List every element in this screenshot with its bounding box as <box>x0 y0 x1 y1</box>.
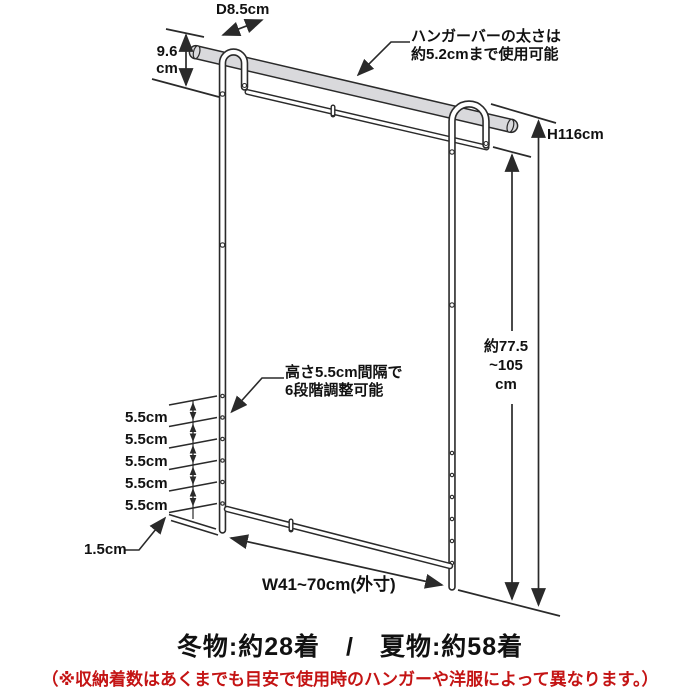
depth-label: D8.5cm <box>216 1 270 18</box>
adjust-note: 高さ5.5cm間隔で 6段階調整可能 <box>285 364 403 400</box>
top-offset-label: 9.6 cm <box>156 43 178 77</box>
bottom-gap-label: 1.5cm <box>84 541 127 558</box>
capacity-text: 冬物:約28着 / 夏物:約58着 <box>176 633 524 661</box>
step-label: 5.5cm <box>125 475 168 492</box>
inner-height-dimension <box>492 146 532 601</box>
top-offset-dimension <box>151 28 220 98</box>
bottom-gap-leader <box>124 516 167 551</box>
depth-dimension <box>221 19 264 36</box>
step-ticks <box>168 395 219 536</box>
inner-height-label: 約77.5 ~105 cm <box>483 338 529 393</box>
right-pole <box>448 100 490 591</box>
step-label: 5.5cm <box>125 497 168 514</box>
bottom-bar <box>223 505 454 570</box>
total-height-dimension <box>457 103 561 617</box>
width-dimension <box>229 534 444 589</box>
step-label: 5.5cm <box>125 431 168 448</box>
left-pole <box>218 48 249 534</box>
capacity-disclaimer: （※収納着数はあくまでも目安で使用時のハンガーや洋服によって異なります。） <box>41 670 659 689</box>
total-height-label: H116cm <box>547 126 604 143</box>
step-label: 5.5cm <box>125 409 168 426</box>
support-bar <box>244 89 490 151</box>
hanger-note-leader <box>356 41 410 77</box>
adjust-note-leader <box>230 377 284 414</box>
step-label: 5.5cm <box>125 453 168 470</box>
hanger-bar-note: ハンガーバーの太さは 約5.2cmまで使用可能 <box>411 28 561 64</box>
width-label: W41~70cm(外寸) <box>262 575 396 594</box>
